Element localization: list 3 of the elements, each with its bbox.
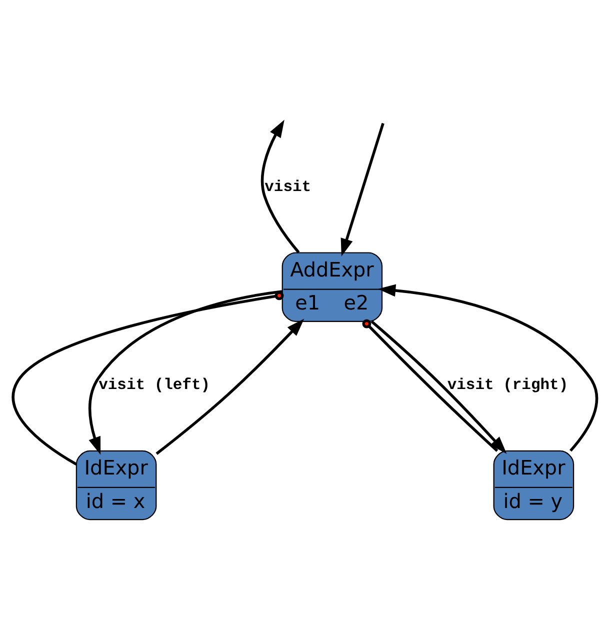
edge-label: visit (left) (98, 376, 210, 394)
edge-label: visit (264, 178, 312, 196)
edge-label: visit (right) (447, 376, 568, 394)
